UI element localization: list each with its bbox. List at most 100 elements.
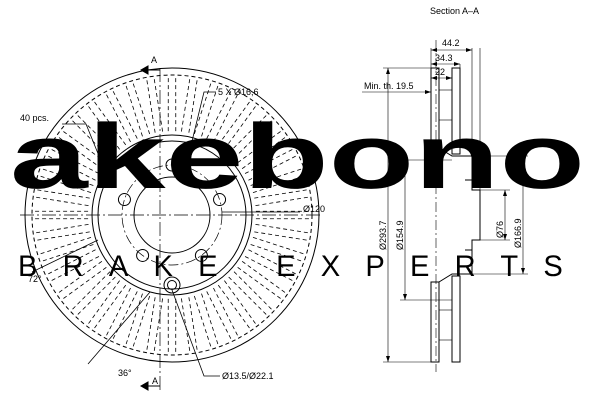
vane-edge	[250, 168, 303, 186]
vane-edge	[180, 298, 191, 352]
vane-edge	[233, 119, 273, 159]
vane-edge	[112, 291, 138, 340]
vane-edge	[146, 79, 156, 133]
section-title: Section A–A	[430, 6, 479, 16]
vane-edge	[153, 78, 164, 132]
vane-edge	[241, 260, 287, 294]
vane-edge	[193, 295, 212, 348]
vane-edge	[50, 148, 100, 174]
hat-profile	[438, 147, 481, 283]
angle-72-leader	[31, 239, 99, 273]
hole-leader	[171, 289, 220, 377]
vane-edge	[39, 175, 92, 194]
dia-166-9-label: Ø166.9	[513, 218, 523, 248]
vane-edge	[71, 271, 111, 311]
section-arrow-bottom	[139, 381, 149, 391]
vane-edge	[248, 155, 297, 181]
vane-edge	[201, 293, 219, 346]
vane-edge	[224, 105, 257, 150]
vane-edge	[93, 284, 127, 330]
watermark-tagline: BRAKE EXPERTS	[18, 250, 588, 283]
bolt-hole	[165, 158, 179, 172]
cooling-vanes	[34, 77, 310, 353]
bolt-hole	[117, 193, 131, 207]
vane-edge	[35, 196, 89, 207]
vane-edge	[132, 295, 151, 348]
vane-edge	[105, 93, 131, 143]
vane-edge	[62, 130, 107, 163]
vane-edge	[105, 287, 131, 337]
vane-edge	[206, 291, 232, 340]
bolt-hole	[136, 248, 150, 262]
dia-293-7-label: Ø293.7	[378, 220, 388, 250]
section-labels: Section A–A 44.2 34.3 22 Min. th. 19.5 Ø…	[364, 6, 523, 250]
vane-edge	[71, 119, 111, 159]
section-arrow-top	[139, 65, 149, 75]
front-view	[20, 65, 322, 392]
vane-edge	[201, 84, 219, 137]
cheek-top-inner	[451, 67, 461, 155]
vane-edge	[233, 271, 273, 311]
min-thickness-label: Min. th. 19.5	[364, 81, 414, 91]
vane-edge	[228, 276, 268, 316]
front-labels: 5 X Ø16,6 40 pcs. Ø120 72° 36° Ø13.5/Ø22…	[20, 55, 325, 386]
vane-edge	[188, 79, 198, 133]
vane-edge	[87, 105, 120, 150]
vane-edge	[255, 196, 309, 207]
angle-36-leader	[87, 291, 151, 365]
bolt-holes-leader	[183, 91, 216, 175]
wheel-hole	[163, 276, 181, 294]
vane-edge	[206, 90, 232, 139]
vane-edge	[57, 260, 103, 294]
section-view	[362, 40, 528, 372]
section-mark-bottom: A	[152, 376, 158, 386]
vane-edge	[244, 256, 294, 282]
dimension-arrowheads	[386, 48, 525, 362]
bolt-holes	[117, 158, 227, 262]
vane-edge	[217, 100, 251, 146]
vane-edge	[35, 223, 89, 234]
dim-44-2-label: 44.2	[442, 38, 460, 48]
bolt-hole	[213, 193, 227, 207]
dim-22-label: 22	[435, 67, 445, 77]
section-mark-top: A	[151, 55, 157, 65]
vane-edge	[47, 249, 96, 275]
vane-edge	[237, 267, 282, 300]
bolt-circle-label: Ø120	[303, 204, 325, 214]
vane-edge	[62, 267, 107, 300]
vane-edge	[132, 82, 151, 135]
vane-edge	[254, 189, 308, 199]
vane-edge	[193, 82, 212, 135]
dia-76-label: Ø76	[495, 221, 505, 238]
vane-edge	[244, 148, 294, 174]
vane-edge	[50, 256, 100, 282]
watermark-brand: akebono	[10, 106, 585, 208]
vane-edge	[213, 287, 239, 337]
vane-edge	[241, 136, 287, 170]
vane-edge	[254, 231, 308, 241]
vane-edge	[237, 130, 282, 163]
angle-72-label: 72°	[28, 274, 42, 284]
cheek-bottom-outer	[430, 281, 440, 363]
hole-label: Ø13.5/Ø22.1	[222, 371, 274, 381]
bolt-hole	[194, 248, 208, 262]
angle-36-label: 36°	[118, 368, 132, 378]
vane-edge	[252, 175, 305, 194]
cheek-top-outer	[430, 67, 440, 149]
dia-154-9-label: Ø154.9	[395, 220, 405, 250]
vane-edge	[213, 93, 239, 143]
bolt-holes-label: 5 X Ø16,6	[218, 87, 259, 97]
wheel-hole-inner	[167, 280, 177, 290]
vane-edge	[228, 114, 268, 154]
vane-edge	[224, 280, 257, 325]
dim-34-3-label: 34.3	[435, 53, 453, 63]
vane-edge	[87, 280, 120, 325]
vane-edge	[146, 297, 156, 351]
vane-edge	[93, 100, 127, 146]
vanes-leader	[62, 123, 113, 189]
vane-edge	[36, 231, 90, 241]
vane-edge	[248, 249, 297, 275]
vane-edge	[76, 276, 116, 316]
vane-edge	[250, 244, 303, 262]
